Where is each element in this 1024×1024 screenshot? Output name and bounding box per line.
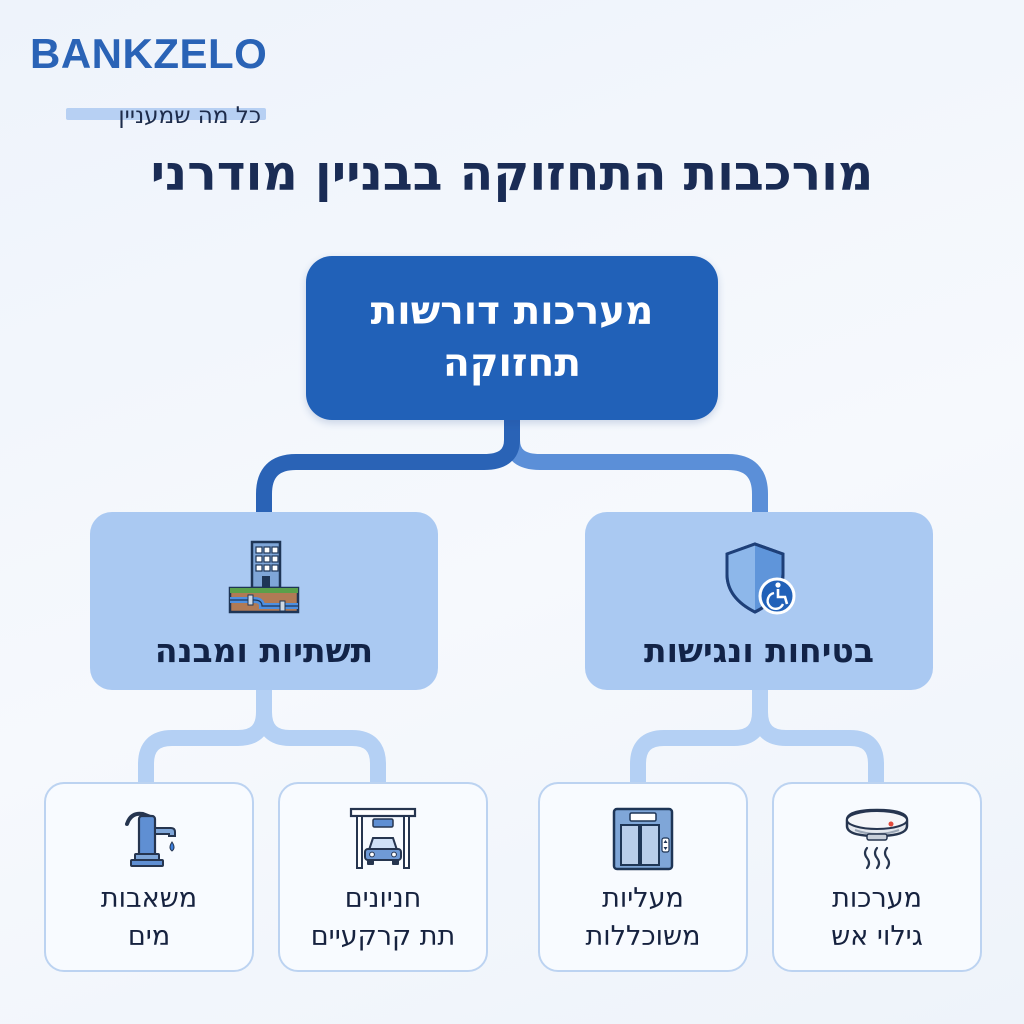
group-infrastructure-structure: תשתיות ומבנה bbox=[90, 512, 438, 690]
brand-underline bbox=[66, 108, 266, 120]
leaf-4-line2: מים bbox=[127, 921, 171, 952]
leaf-fire-detection: מערכות גילוי אש bbox=[772, 782, 982, 972]
group-infrastructure-label: תשתיות ומבנה bbox=[154, 631, 374, 670]
leaf-2-line2: משוכללות bbox=[585, 921, 701, 952]
root-label-line2: תחזוקה bbox=[443, 341, 581, 386]
group-safety-label: בטיחות ונגישות bbox=[644, 631, 874, 670]
leaf-underground-parking-label: חניונים תת קרקעיים bbox=[311, 880, 456, 956]
connector-right-leaf1 bbox=[752, 680, 884, 792]
brand-tagline: כל מה שמעניין bbox=[118, 103, 261, 129]
leaf-water-pumps: משאבות מים bbox=[44, 782, 254, 972]
page-title: מורכבות התחזוקה בבניין מודרני bbox=[150, 145, 874, 202]
leaf-3-line2: תת קרקעיים bbox=[310, 921, 456, 952]
root-label: מערכות דורשות תחזוקה bbox=[371, 286, 654, 390]
group-safety-accessibility: בטיחות ונגישות bbox=[585, 512, 933, 690]
leaf-4-line1: משאבות bbox=[100, 883, 198, 914]
connector-root-left bbox=[256, 412, 520, 522]
leaf-3-line1: חניונים bbox=[344, 883, 422, 914]
shield-accessibility-icon bbox=[725, 542, 796, 615]
leaf-1-line2: גילוי אש bbox=[831, 921, 923, 952]
leaf-1-line1: מערכות bbox=[832, 883, 922, 914]
connector-right-leaf2 bbox=[630, 680, 768, 792]
leaf-underground-parking: חניונים תת קרקעיים bbox=[278, 782, 488, 972]
underground-parking-icon bbox=[349, 807, 417, 869]
building-foundation-icon bbox=[228, 540, 300, 614]
connector-left-leaf3 bbox=[256, 680, 386, 792]
water-pump-icon bbox=[125, 811, 176, 867]
smoke-detector-icon bbox=[845, 808, 909, 870]
root-node: מערכות דורשות תחזוקה bbox=[306, 256, 718, 420]
leaf-water-pumps-label: משאבות מים bbox=[101, 880, 197, 956]
leaf-2-line1: מעליות bbox=[602, 883, 684, 914]
root-label-line1: מערכות דורשות bbox=[370, 289, 654, 334]
connector-root-right bbox=[504, 412, 768, 522]
elevator-icon bbox=[612, 807, 674, 871]
leaf-elevators-label: מעליות משוכללות bbox=[586, 880, 701, 956]
brand-logo: BANKZELO כל מה שמעניין bbox=[30, 30, 280, 129]
brand-name: BANKZELO bbox=[30, 30, 268, 77]
leaf-elevators: מעליות משוכללות bbox=[538, 782, 748, 972]
leaf-fire-detection-label: מערכות גילוי אש bbox=[831, 880, 923, 956]
connector-left-leaf4 bbox=[138, 680, 272, 792]
